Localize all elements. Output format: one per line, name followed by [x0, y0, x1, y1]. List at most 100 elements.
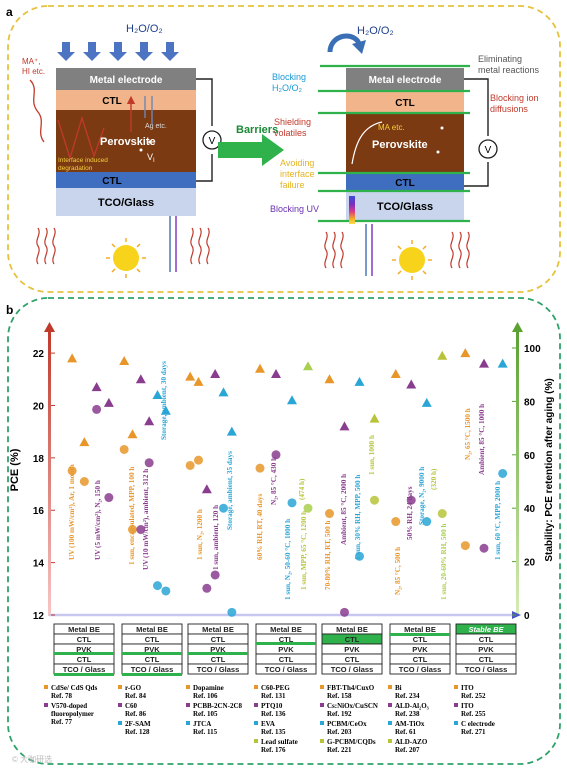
defect-dot: [436, 150, 440, 154]
right-device: H₂O/O₂ Metal electrode CTL MA etc. Perov…: [270, 25, 540, 280]
retention-circle: [325, 509, 334, 519]
legend-name: G-PCBM/CQDs: [327, 738, 376, 746]
uv-label: Blocking UV: [270, 204, 319, 214]
ag-label: Ag etc.: [145, 123, 167, 130]
left-degradation-icon: [57, 115, 105, 161]
pce-triangle: [226, 426, 237, 436]
retention-circle: [355, 551, 364, 561]
legend-swatch: [44, 703, 48, 707]
stack-layer-label: Metal BE: [202, 625, 234, 634]
condition-label: 50% RH, 24 days: [406, 486, 414, 540]
retention-circle: [255, 463, 265, 473]
condition-label: UV (5 mW/cm²), N₂, 150 h: [94, 480, 102, 560]
left-tco-label: TCO/Glass: [98, 197, 154, 209]
pce-triangle: [103, 397, 114, 407]
legend-name: Cs:NiOx/CuSCN: [327, 702, 378, 710]
circuit-wire: [196, 154, 213, 182]
barrier-bar: [54, 673, 114, 676]
legend-ref: Ref. 158: [327, 692, 352, 700]
circuit-wire: [464, 78, 489, 136]
pce-triangle: [271, 369, 281, 379]
legend-name: r-GO: [125, 684, 142, 692]
legend-name: fluoropolymer: [51, 710, 94, 718]
left-ctl-bottom-label: CTL: [102, 176, 121, 187]
panel-a-label: a: [6, 5, 13, 19]
condition-label: 1 sun, encapsulated, MPP, 100 h: [128, 467, 136, 565]
right-tco-layer: [346, 192, 464, 220]
legend-name: C electrode: [461, 720, 495, 728]
legend-name: ITO: [461, 684, 474, 692]
retention-circle: [498, 468, 508, 478]
condition-label: (474 h): [298, 478, 306, 500]
legend-ref: Ref. 135: [261, 728, 286, 736]
retention-circle: [479, 543, 489, 553]
retention-circle: [194, 455, 203, 465]
legend-ref: Ref. 61: [395, 728, 416, 736]
shield-label-1: Shielding: [274, 117, 311, 127]
legend-swatch: [44, 685, 48, 689]
legend-swatch: [454, 721, 458, 725]
stack-layer-label: CTL: [413, 635, 428, 644]
barrier-bar: [390, 633, 450, 636]
left-v-label: V: [209, 136, 216, 147]
legend-swatch: [254, 739, 258, 743]
legend-ref: Ref. 115: [193, 728, 218, 736]
pce-triangle: [497, 358, 508, 368]
legend-name: C60: [125, 702, 138, 710]
stack-layer-label: Metal BE: [336, 625, 368, 634]
pce-triangle: [255, 363, 265, 373]
legend-name: PCBB-2CN-2C8: [193, 702, 242, 710]
stack-layer-label: TCO / Glass: [197, 665, 240, 674]
pce-triangle: [127, 429, 138, 439]
legend-swatch: [186, 703, 190, 707]
pce-triangle: [91, 382, 102, 392]
legend-ref: Ref. 234: [395, 692, 420, 700]
legend-swatch: [388, 721, 392, 725]
pce-triangle: [152, 390, 163, 399]
left-perovskite-label: Perovskite: [100, 136, 156, 148]
retention-circle: [406, 495, 416, 505]
legend-ref: Ref. 78: [51, 692, 72, 700]
barrier-bar: [256, 642, 316, 645]
watermark: © 大咖研选: [12, 754, 52, 764]
left-tick-label: 20: [33, 401, 45, 412]
condition-label: 1 sun, MPP, 65 °C, 1200 h: [300, 511, 308, 590]
avoid-label-3: failure: [280, 180, 305, 190]
right-axis-arrow-icon: [512, 322, 523, 332]
right-metal-layer: [346, 68, 464, 90]
shield-label-2: volatiles: [274, 128, 307, 138]
legend-name: Lead sulfate: [261, 738, 298, 746]
pce-triangle: [437, 350, 448, 360]
condition-label: 1 sun, 60 °C, MPP, 2000 h: [494, 481, 502, 560]
left-axis: [48, 330, 51, 616]
pce-triangle: [135, 374, 146, 384]
stack-layer-label: Metal BE: [270, 625, 302, 634]
stack-layer-label: CTL: [77, 635, 92, 644]
panel-b-border: [7, 297, 561, 765]
left-ctl-top: [56, 90, 196, 110]
stack-layer-label: CTL: [345, 655, 360, 664]
right-tick-label: 20: [524, 558, 536, 569]
legend-swatch: [320, 703, 324, 707]
legend-name: FBT-Th4/CuxO: [327, 684, 375, 692]
legend-swatch: [118, 721, 122, 725]
condition-label: N₂, 85 °C, 500 h: [394, 547, 402, 595]
legend-ref: Ref. 255: [461, 710, 486, 718]
legend-name: JTCA: [193, 720, 211, 728]
sun-icon: [392, 240, 432, 280]
stack-layer-label: Metal BE: [68, 625, 100, 634]
legend-ref: Ref. 106: [193, 692, 218, 700]
right-axis-title: Stability: PCE retention after aging (%): [544, 378, 555, 561]
pce-triangle: [303, 361, 313, 371]
interface-label-2: degradation: [58, 165, 93, 172]
retention-circle: [370, 495, 379, 505]
left-tick-label: 16: [33, 506, 45, 517]
pce-triangle: [193, 376, 204, 386]
stack-layer-label: CTL: [345, 635, 360, 644]
retention-circle: [340, 607, 349, 617]
